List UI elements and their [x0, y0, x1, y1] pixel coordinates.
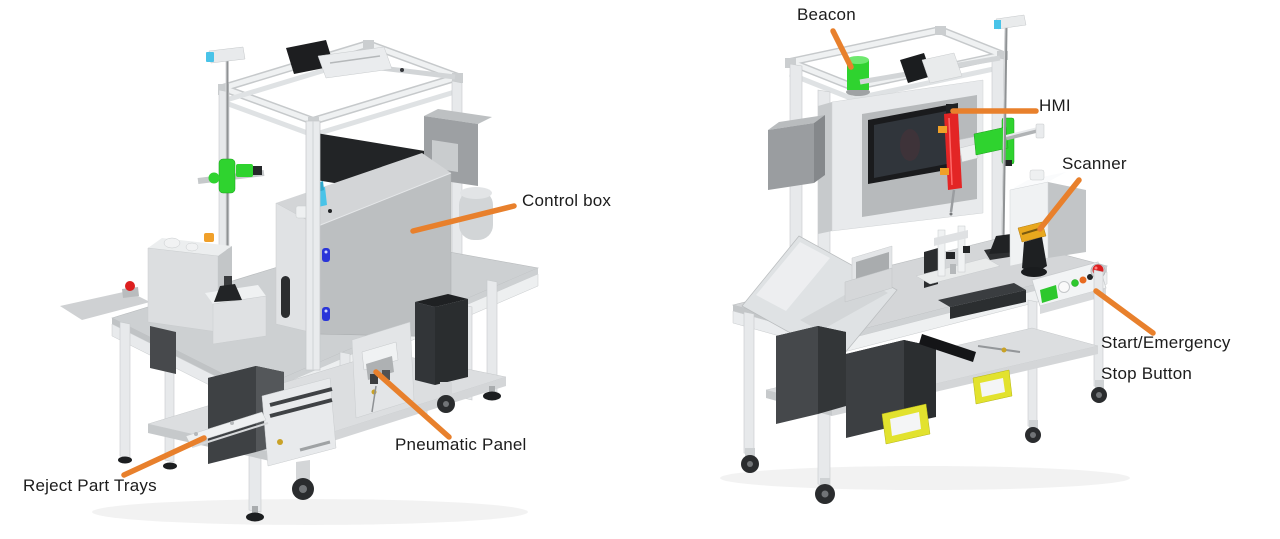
start-button	[1058, 281, 1070, 293]
orange-button	[1079, 276, 1087, 284]
hmi-label: HMI	[1039, 96, 1071, 115]
control-box-leader	[410, 203, 517, 234]
reject-trays-leader	[121, 435, 207, 478]
scanner-leader	[1037, 177, 1082, 232]
green-button	[1071, 279, 1079, 287]
black-button	[1087, 274, 1093, 280]
shelf-device	[261, 377, 337, 467]
door-latch-lower	[322, 307, 330, 321]
camera-slide-unit	[286, 40, 456, 80]
left-casters	[118, 382, 501, 522]
tray-handles	[881, 369, 1013, 445]
rod-pedestal	[205, 276, 267, 345]
left-estop-button	[122, 281, 139, 298]
beacon-label: Beacon	[797, 5, 856, 24]
left-fixture-rod	[197, 46, 265, 288]
reject-bin-right	[415, 294, 468, 385]
top-camera-unit	[859, 52, 1001, 85]
door-slot-handle	[281, 276, 290, 318]
scanner-station	[1009, 169, 1086, 277]
start-emergency-stop-label-line2: Stop Button	[1101, 364, 1193, 383]
right-machine	[720, 14, 1130, 504]
right-fixture-rod	[994, 14, 1027, 241]
leader-lines	[121, 28, 1156, 478]
scanner-unit	[1017, 221, 1047, 277]
start-emergency-stop-label: Start/Emergency Stop Button	[1101, 333, 1231, 384]
left-floor-shadow	[92, 499, 528, 525]
rod-clamp	[218, 158, 236, 194]
side-electrical-box	[768, 115, 825, 190]
right-casters	[741, 380, 1107, 504]
under-shelf-bins	[776, 283, 1026, 438]
linear-rail	[919, 334, 976, 362]
parts-bin	[844, 245, 893, 303]
estop-leader	[1093, 288, 1156, 336]
scanner-label: Scanner	[1062, 154, 1127, 173]
pneumatic-panel-leader	[373, 369, 452, 440]
assembly-fixture	[915, 225, 1001, 285]
right-floor-shadow	[720, 466, 1130, 490]
dispenser-unit	[938, 104, 979, 216]
reject-part-trays-label: Reject Part Trays	[23, 476, 157, 495]
tank-cap	[204, 233, 214, 242]
beacon-leader	[830, 28, 854, 70]
gripper-actuator	[973, 117, 1045, 166]
start-emergency-stop-label-line1: Start/Emergency	[1101, 333, 1231, 352]
pneumatic-panel-label: Pneumatic Panel	[395, 435, 527, 454]
run-indicator	[1040, 285, 1058, 303]
control-box-label: Control box	[522, 191, 612, 210]
left-machine	[60, 40, 540, 525]
reject-part-trays	[185, 411, 269, 448]
door-latch-upper	[322, 248, 330, 262]
